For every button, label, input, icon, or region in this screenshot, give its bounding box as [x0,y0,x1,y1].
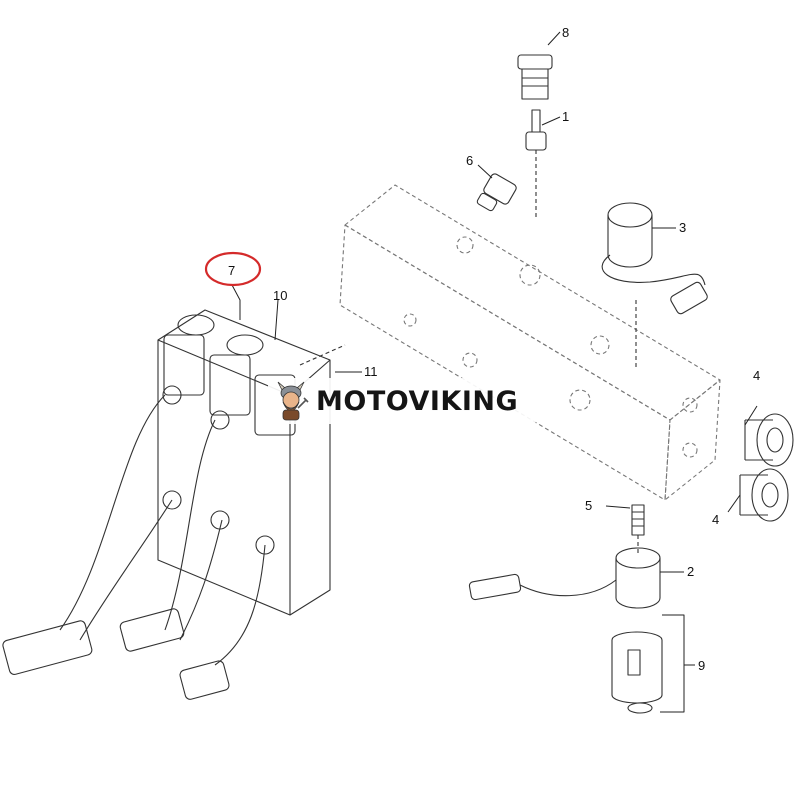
part-3-solenoid-coil [601,202,708,370]
manifold-block [339,184,721,501]
callout-9: 9 [698,658,705,673]
part-6-valve [476,173,517,212]
callout-4-bottom: 4 [712,512,719,527]
part-4-plugs [739,413,794,522]
callout-labels: 8 1 6 3 7 10 11 4 4 5 2 9 [228,25,760,673]
watermark-banner: MOTOVIKING [268,378,536,424]
callout-3: 3 [679,220,686,235]
callout-10: 10 [273,288,287,303]
part-2-coil [468,547,661,609]
leader-lines [231,31,758,713]
callout-8: 8 [562,25,569,40]
watermark-text: MOTOVIKING [316,385,519,417]
callout-6: 6 [466,153,473,168]
callout-1: 1 [562,109,569,124]
part-9-sleeve [611,631,663,714]
callout-2: 2 [687,564,694,579]
part-1-cartridge [525,109,547,220]
callout-4-top: 4 [753,368,760,383]
callout-11: 11 [364,364,378,379]
valve-bank-harness [2,394,266,700]
part-5-stem [631,504,645,555]
callout-7: 7 [228,263,235,278]
part-8-cap [517,54,553,100]
viking-mascot-icon [277,381,309,421]
callout-7-highlight [204,251,262,287]
callout-5: 5 [585,498,592,513]
valve-bank [157,309,346,616]
